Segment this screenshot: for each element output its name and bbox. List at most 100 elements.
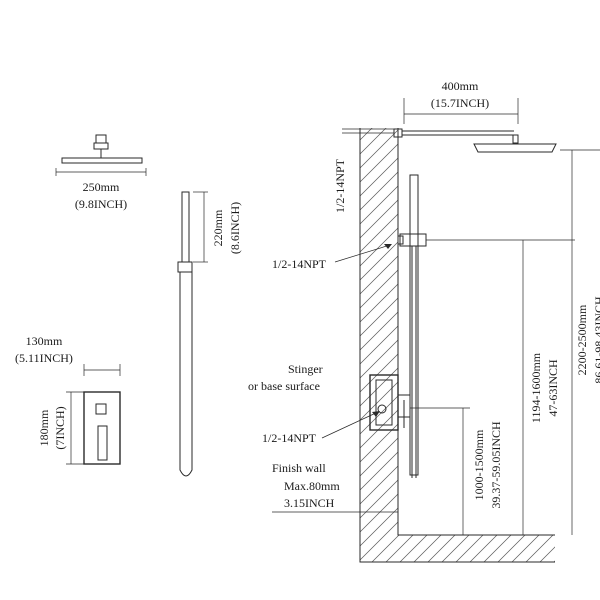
arm-head-connector [512,134,519,144]
wall-hatching [0,20,555,600]
slide-holder [399,233,427,247]
hatch-line [360,128,555,562]
hatch-line [360,128,555,562]
valve-width-inch: (5.11INCH) [15,351,73,365]
hatch-line [360,128,555,562]
hatch-line [360,128,555,562]
hatch-line [0,20,284,600]
showerhead-top-view: 250mm (9.8INCH) [55,134,147,211]
hatch-line [0,20,354,600]
npt-valve-label: 1/2-14NPT [262,431,317,445]
hatch-line [360,128,411,562]
showerhead-connector [95,134,107,144]
npt-handshower-label: 1/2-14NPT [272,257,327,271]
hatch-line [0,20,228,600]
hatch-line [360,128,555,562]
finish-wall-label: Finish wall [272,461,326,475]
hatch-line [397,128,555,562]
hatch-line [360,128,453,562]
slide-outlet [397,235,404,245]
showerhead-collar [93,142,109,150]
hatch-line [360,128,495,562]
valve-height-inch: (7INCH) [53,406,67,449]
valve-plate [83,391,121,465]
hatch-line [360,128,555,562]
slide-bar [409,174,419,476]
hatch-line [360,128,555,562]
hatch-line [360,128,555,562]
showerhead-plate [61,157,143,164]
hatch-line [360,128,555,562]
showerhead-width-mm: 250mm [83,180,120,194]
hatch-line [360,128,369,562]
hatch-line [537,128,555,562]
hatch-line [0,20,200,600]
hatch-line [360,128,481,562]
hatch-line [0,20,326,600]
side-showerhead [473,143,557,153]
hatch-line [360,128,555,562]
hatch-line [360,128,555,562]
hatch-line [360,128,555,562]
hatch-line [360,128,467,562]
handshower-length-inch: (8.6INCH) [228,202,242,254]
stinger-label-2: or base surface [248,379,320,393]
hatch-line [360,128,555,562]
arm-length-inch: (15.7INCH) [431,96,489,110]
hatch-line [0,20,312,600]
finish-wall-note: Finish wall Max.80mm 3.15INCH [272,461,399,518]
wall-outline-outer [359,128,555,563]
hatch-line [360,128,555,562]
hatch-line [360,128,555,562]
hatch-line [0,20,270,600]
npt-handshower-arrow [384,244,392,249]
stinger-label-1: Stinger [288,362,323,376]
handshower-handle [181,191,190,263]
hatch-line [0,20,340,600]
slide-height-range-mm: 1194-1600mm [529,352,543,423]
showerhead-width-inch: (9.8INCH) [75,197,127,211]
hatch-line [0,20,298,600]
npt-valve-arrow [372,411,380,417]
valve-height-mm: 180mm [37,409,51,446]
hatch-line [0,20,242,600]
handshower-detail: 220mm (8.6INCH) [177,191,242,477]
hatch-line [360,128,383,562]
arm-length-mm: 400mm [442,79,479,93]
hatch-line [360,128,397,562]
valve-front-view: 130mm (5.11INCH) 180mm (7INCH) [15,334,121,465]
npt-vertical-label: 1/2-14NPT [333,158,347,213]
hatch-line [360,128,555,562]
finish-wall-max-mm: Max.80mm [284,479,340,493]
slide-height-range-inch: 47-63INCH [546,359,560,417]
valve-indicator [95,403,107,415]
hatch-line [360,128,555,562]
head-height-range-mm: 2200-2500mm [575,304,589,375]
hatch-line [0,20,214,600]
shower-arm-assembly: 400mm (15.7INCH) 1/2-14NPT [333,79,600,213]
height-dimensions: 1000-1500mm 39.37-59.05INCH 1194-1600mm … [462,150,600,535]
npt-handshower-leader [334,244,391,263]
valve-port [377,404,387,414]
hatch-line [360,128,555,562]
valve-body-section [369,374,399,431]
handshower-hose [179,272,193,477]
slide-bar-assembly: 1/2-14NPT [272,174,575,478]
hatch-line [360,128,555,562]
hatch-line [360,128,555,562]
valve-height-range-mm: 1000-1500mm [472,429,486,500]
handshower-holder [177,261,193,273]
valve-width-mm: 130mm [26,334,63,348]
wall-section [0,20,555,600]
handshower-length-mm: 220mm [211,209,225,246]
valve-height-range-inch: 39.37-59.05INCH [489,421,503,509]
valve-inner [375,379,393,426]
hatch-line [0,20,256,600]
in-wall-valve: Stinger or base surface 1/2-14NPT [248,362,470,445]
head-height-range-inch: 86.61-98.43INCH [592,296,600,384]
hatch-line [360,128,555,562]
hatch-line [360,128,555,562]
npt-valve-leader [321,411,379,439]
